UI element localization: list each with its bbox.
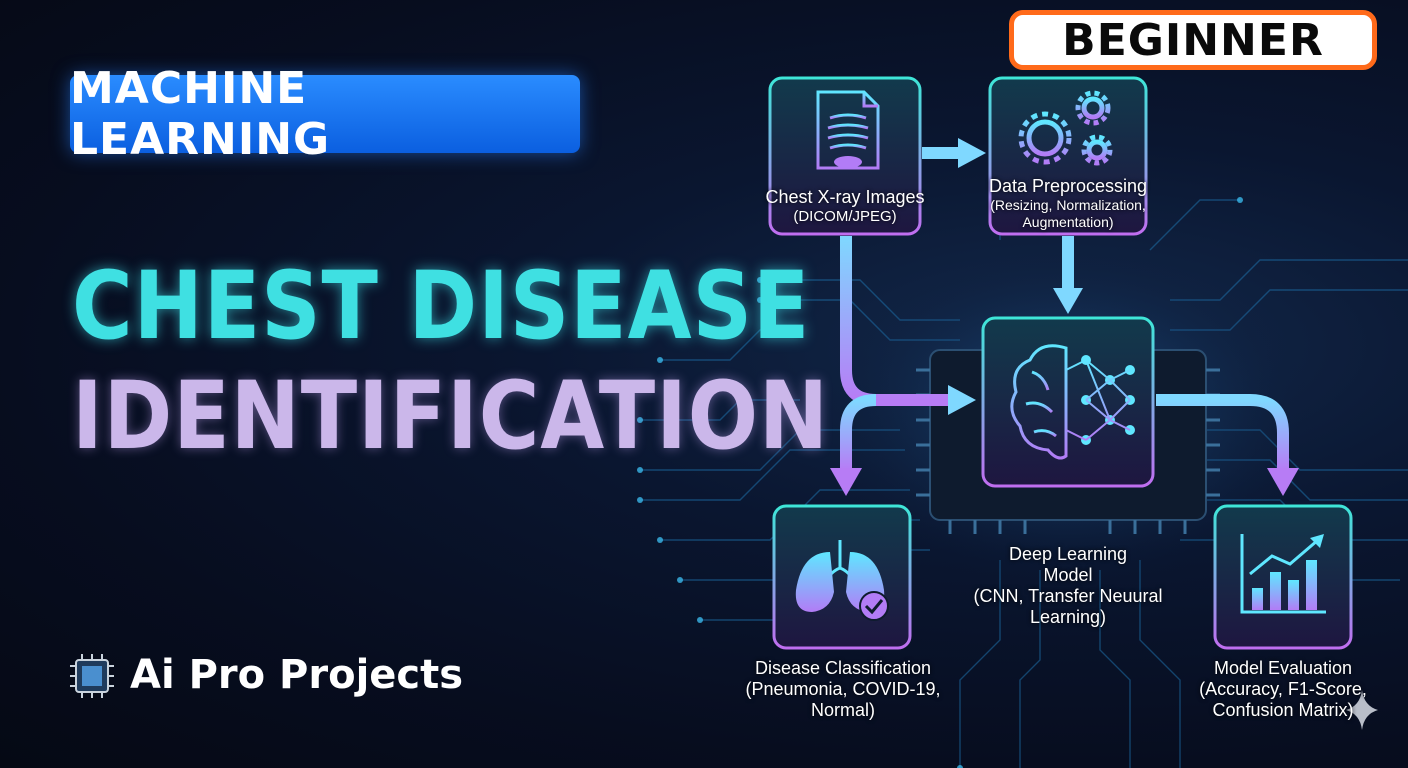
bar-chart-trend-icon	[1240, 534, 1326, 614]
node-label-2: Model	[1043, 565, 1093, 585]
level-badge: BEGINNER	[1009, 10, 1377, 70]
node-label: Deep Learning	[1008, 544, 1128, 564]
lungs-check-icon	[795, 540, 889, 621]
xray-document-icon	[816, 90, 880, 170]
brand: Ai Pro Projects	[70, 652, 463, 698]
caption-prep: Data Preprocessing (Resizing, Normalizat…	[980, 176, 1156, 231]
brain-network-icon	[1010, 344, 1135, 460]
node-sublabel-2: Augmentation)	[1022, 214, 1114, 230]
node-sublabel: (Resizing, Normalization,	[990, 197, 1146, 213]
node-sublabel-2: Normal)	[810, 700, 875, 720]
title-line-2: IDENTIFICATION	[72, 362, 830, 471]
edge-model-to-classify	[830, 394, 877, 496]
caption-model: Deep Learning Model (CNN, Transfer Neuur…	[958, 544, 1178, 628]
node-eval	[1213, 504, 1353, 650]
edge-model-to-eval	[1156, 394, 1299, 496]
edge-prep-to-model	[1053, 236, 1083, 314]
node-sublabel-2: Learning)	[1029, 607, 1107, 627]
node-classify	[772, 504, 912, 650]
node-xray	[768, 76, 922, 236]
caption-classify: Disease Classification (Pneumonia, COVID…	[738, 658, 948, 721]
sparkle-icon	[1346, 690, 1378, 730]
node-label: Model Evaluation	[1213, 658, 1353, 678]
caption-eval: Model Evaluation (Accuracy, F1-Score, Co…	[1188, 658, 1378, 721]
circuit-nodes	[637, 197, 1243, 768]
chip-icon	[70, 654, 114, 698]
node-sublabel: (Accuracy, F1-Score,	[1199, 679, 1367, 699]
node-prep	[988, 76, 1148, 236]
node-label: Disease Classification	[754, 658, 932, 678]
caption-xray: Chest X-ray Images (DICOM/JPEG)	[760, 187, 930, 225]
node-sublabel-2: Confusion Matrix)	[1212, 700, 1354, 720]
node-sublabel: (Pneumonia, COVID-19,	[745, 679, 941, 699]
node-sublabel: (CNN, Transfer Neuural	[973, 586, 1163, 606]
gears-icon	[1018, 90, 1113, 166]
node-label: Data Preprocessing	[988, 176, 1148, 196]
brand-name: Ai Pro Projects	[130, 652, 464, 698]
category-badge: MACHINE LEARNING	[70, 63, 580, 165]
edge-xray-to-prep	[922, 138, 986, 168]
title-line-1: CHEST DISEASE	[72, 252, 811, 361]
node-sublabel: (DICOM/JPEG)	[793, 208, 897, 225]
node-label: Chest X-ray Images	[765, 187, 925, 207]
node-model	[981, 316, 1155, 488]
